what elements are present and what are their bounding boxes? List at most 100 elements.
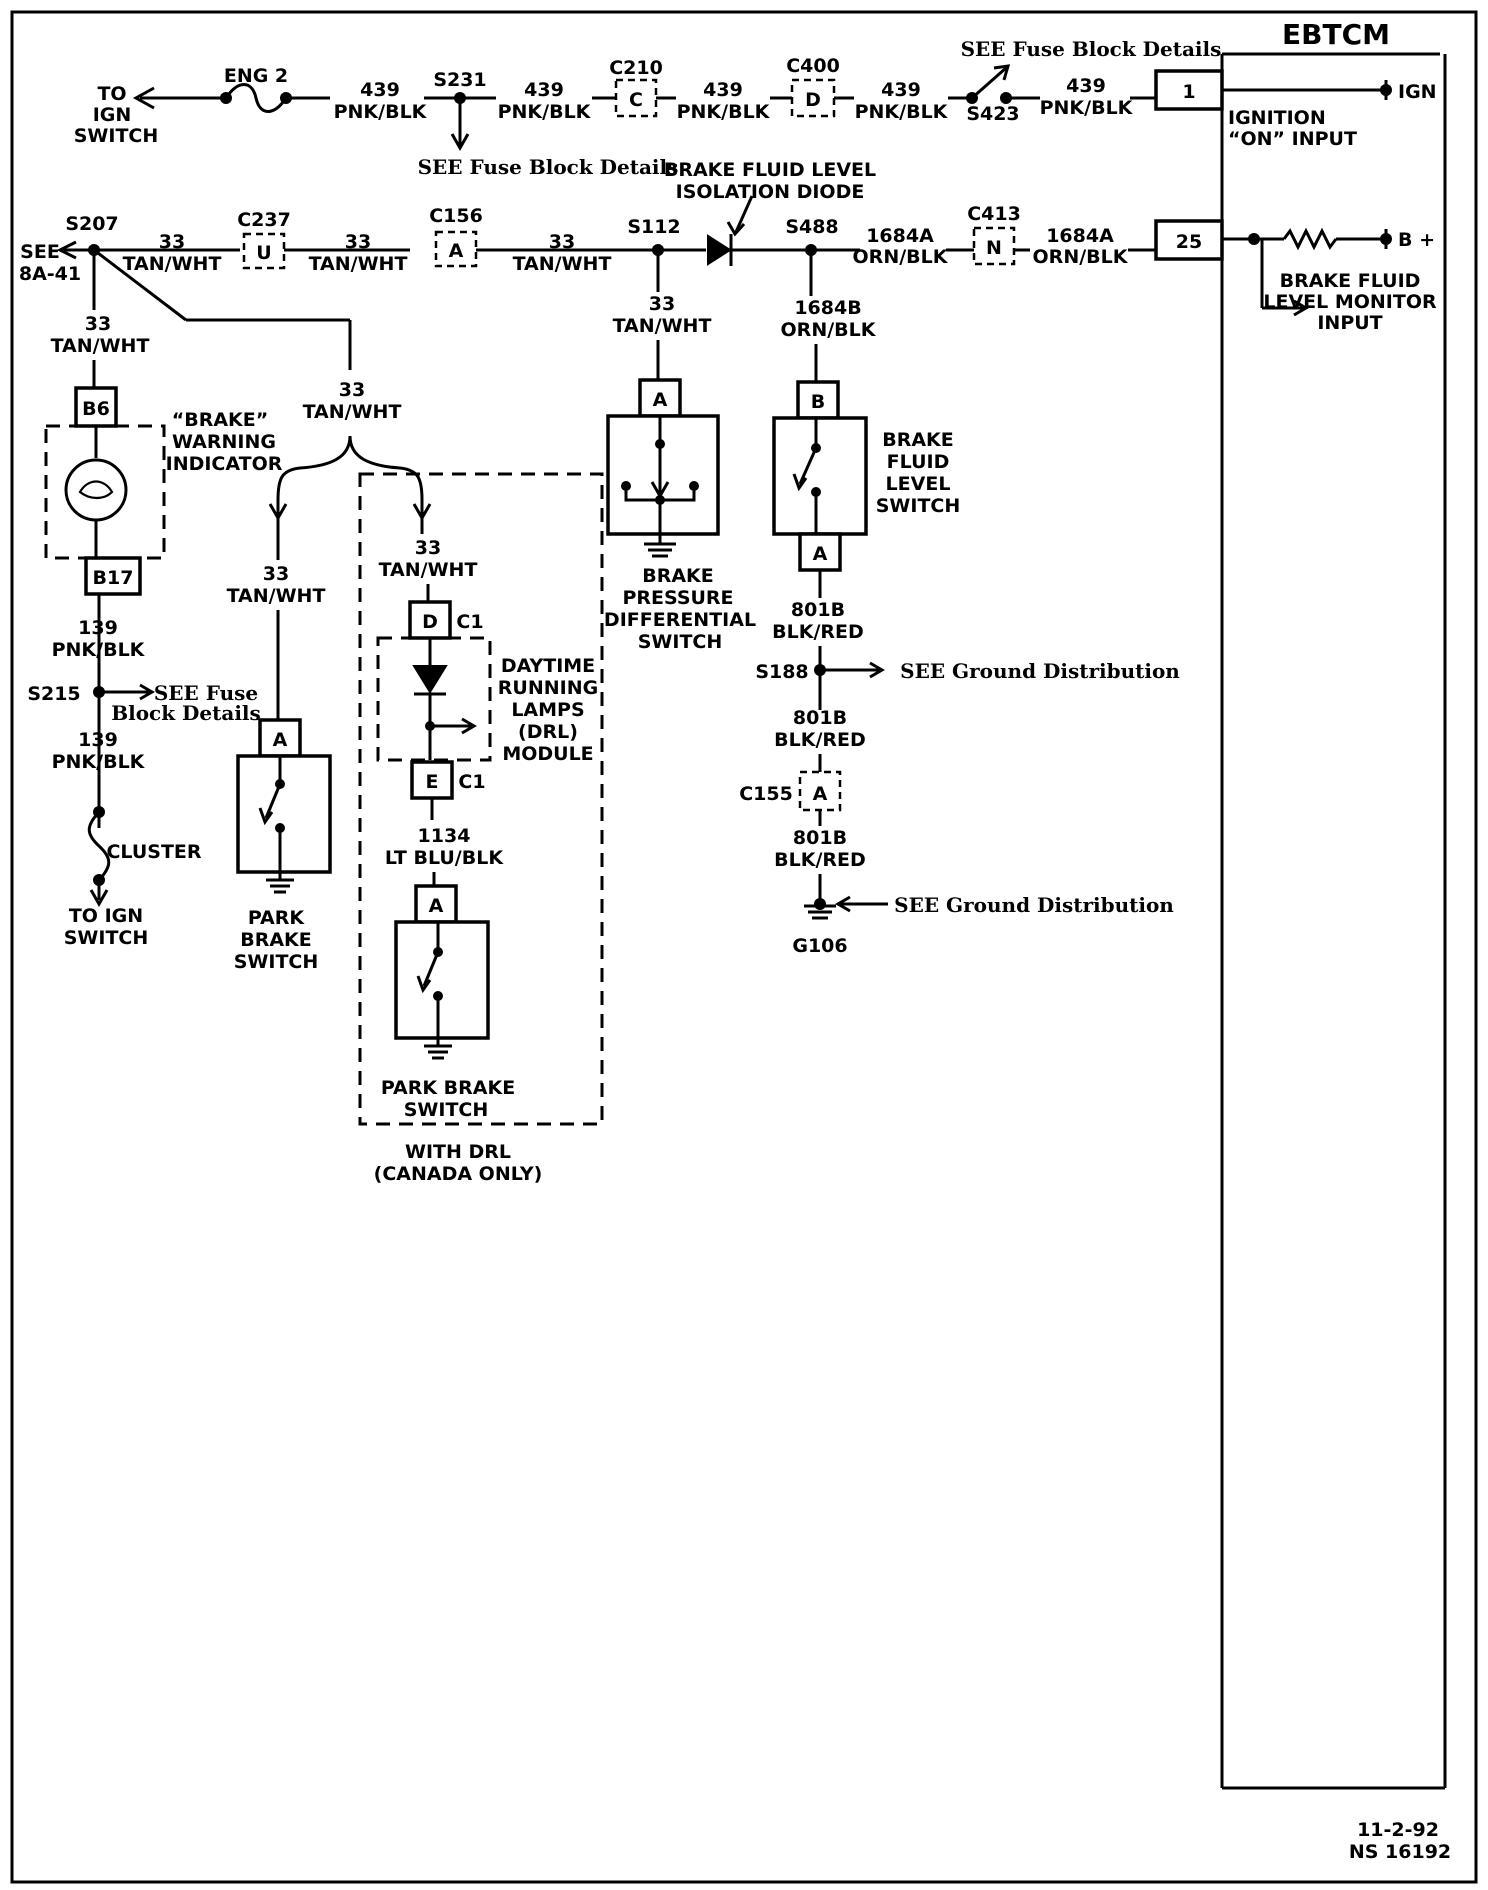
wire-33-branch: 33 — [339, 379, 365, 401]
to-ign-switch-3: SWITCH — [74, 125, 159, 147]
wire-801b-b: 801B — [793, 707, 847, 729]
splice-s231: S231 — [433, 69, 486, 91]
fluid-name: BRAKE — [882, 429, 954, 451]
wire-439-b: 439 — [524, 79, 564, 101]
pin-25: 25 — [1176, 231, 1202, 253]
fluid-input-label: BRAKE FLUID — [1280, 270, 1421, 292]
splice-s188: S188 — [755, 661, 808, 683]
wire-139-a-color: PNK/BLK — [52, 639, 146, 661]
connector-c210-pin: C — [629, 89, 643, 111]
fluid-input-label-3: INPUT — [1317, 312, 1382, 334]
connector-c400: C400 — [786, 55, 840, 77]
diode-label: BRAKE FLUID LEVEL — [664, 159, 876, 181]
cluster-fuse-icon — [87, 810, 111, 882]
wire-801b-c: 801B — [793, 827, 847, 849]
ground-g106: G106 — [792, 935, 847, 957]
pressure-name-2: PRESSURE — [622, 587, 733, 609]
connector-c155-pin: A — [813, 783, 828, 805]
s215-note: SEE Fuse — [154, 681, 258, 705]
park-brake-switch-1 — [236, 754, 332, 874]
wire-33-b: 33 — [345, 231, 371, 253]
diode-label-2: ISOLATION DIODE — [676, 181, 865, 203]
wire-139-b: 139 — [78, 729, 118, 751]
connector-c210: C210 — [609, 57, 663, 79]
fluid-name-2: FLUID — [887, 451, 950, 473]
wire-33-branch-color: TAN/WHT — [303, 401, 402, 423]
fluid-name-4: SWITCH — [876, 495, 961, 517]
splice-s488: S488 — [785, 216, 838, 238]
pressure-pin-a: A — [653, 389, 668, 411]
wire-801b-a-color: BLK/RED — [772, 621, 864, 643]
drl-pin-e: E — [426, 771, 439, 793]
fluid-name-3: LEVEL — [886, 473, 951, 495]
to-ign-switch-2: IGN — [93, 104, 132, 126]
drl-name: DAYTIME — [501, 655, 595, 677]
wire-33-park1: 33 — [263, 563, 289, 585]
connector-c400-pin: D — [805, 89, 821, 111]
drl-name-4: (DRL) — [518, 721, 578, 743]
wire-439-e: 439 — [1066, 75, 1106, 97]
fluid-pin-a: A — [813, 543, 828, 565]
splice-s423: S423 — [966, 103, 1019, 125]
s423-note: SEE Fuse Block Details — [961, 37, 1222, 61]
indicator-pin-b17-box — [84, 556, 142, 596]
to-ign-switch-bottom: TO IGN — [69, 905, 143, 927]
park1-name-2: BRAKE — [240, 929, 312, 951]
pressure-name: BRAKE — [642, 565, 714, 587]
row1-ignition-circuit — [132, 64, 1156, 152]
drl-name-3: LAMPS — [511, 699, 584, 721]
connector-c400-box — [790, 78, 836, 118]
wire-33-drl-color: TAN/WHT — [379, 559, 478, 581]
indicator-pin-b6: B6 — [82, 398, 110, 420]
page-border — [10, 10, 1478, 1884]
drl-conn-c1-bottom: C1 — [458, 771, 485, 793]
pin-1: 1 — [1182, 81, 1195, 103]
wire-1684a-a-color: ORN/BLK — [853, 246, 949, 268]
pin-1-box — [1154, 69, 1224, 111]
wire-439-b-color: PNK/BLK — [498, 101, 592, 123]
ebtcm-module: EBTCM IGN IGNITION “ON” INPUT B + BRAKE … — [1220, 18, 1447, 1790]
wire-439-d: 439 — [881, 79, 921, 101]
brake-pressure-switch — [606, 414, 720, 536]
wire-1684b-color: ORN/BLK — [781, 319, 877, 341]
fluid-input-label-2: LEVEL MONITOR — [1263, 291, 1437, 313]
wire-33-c-color: TAN/WHT — [513, 253, 612, 275]
connector-c156-box — [434, 230, 478, 268]
fluid-pin-b: B — [811, 391, 825, 413]
connector-c237-box — [242, 232, 286, 270]
drl-pin-d-box — [408, 600, 452, 640]
park1-name: PARK — [248, 907, 306, 929]
connector-c155-box — [798, 770, 842, 812]
wire-439-d-color: PNK/BLK — [855, 101, 949, 123]
fuse-eng2: ENG 2 — [224, 65, 288, 87]
splice-s215: S215 — [27, 683, 80, 705]
wire-33-b-color: TAN/WHT — [309, 253, 408, 275]
drl-switch-pin-a: A — [429, 895, 444, 917]
connector-c156-pin: A — [449, 240, 464, 262]
s188-note: SEE Ground Distribution — [900, 659, 1180, 683]
wire-33-pressure: 33 — [649, 293, 675, 315]
to-ign-switch-bottom-2: SWITCH — [64, 927, 149, 949]
drl-name-2: RUNNING — [498, 677, 598, 699]
wire-1684a-b: 1684A — [1046, 225, 1114, 247]
drl-note: WITH DRL — [405, 1141, 511, 1163]
see-8a41: SEE — [20, 241, 60, 263]
connector-c210-box — [614, 78, 658, 118]
wire-33-a: 33 — [159, 231, 185, 253]
row2-brake-circuit — [56, 195, 1156, 370]
ignition-input-label: IGNITION — [1228, 107, 1326, 129]
brake-fluid-level-switch — [772, 416, 868, 536]
drl-note-2: (CANADA ONLY) — [374, 1163, 543, 1185]
indicator-pin-b17: B17 — [93, 567, 134, 589]
wire-33-park1-color: TAN/WHT — [227, 585, 326, 607]
cluster-label: CLUSTER — [106, 841, 201, 863]
pressure-name-3: DIFFERENTIAL — [604, 609, 756, 631]
drl-diode-icon — [412, 665, 448, 694]
drl-conn-c1-top: C1 — [456, 611, 483, 633]
park-brake-switch-2 — [394, 920, 490, 1040]
drl-option-box — [358, 472, 604, 1126]
connector-c156: C156 — [429, 205, 483, 227]
connector-c413-pin: N — [986, 237, 1002, 259]
connector-c413-box — [972, 226, 1016, 266]
wire-1134-color: LT BLU/BLK — [385, 847, 504, 869]
